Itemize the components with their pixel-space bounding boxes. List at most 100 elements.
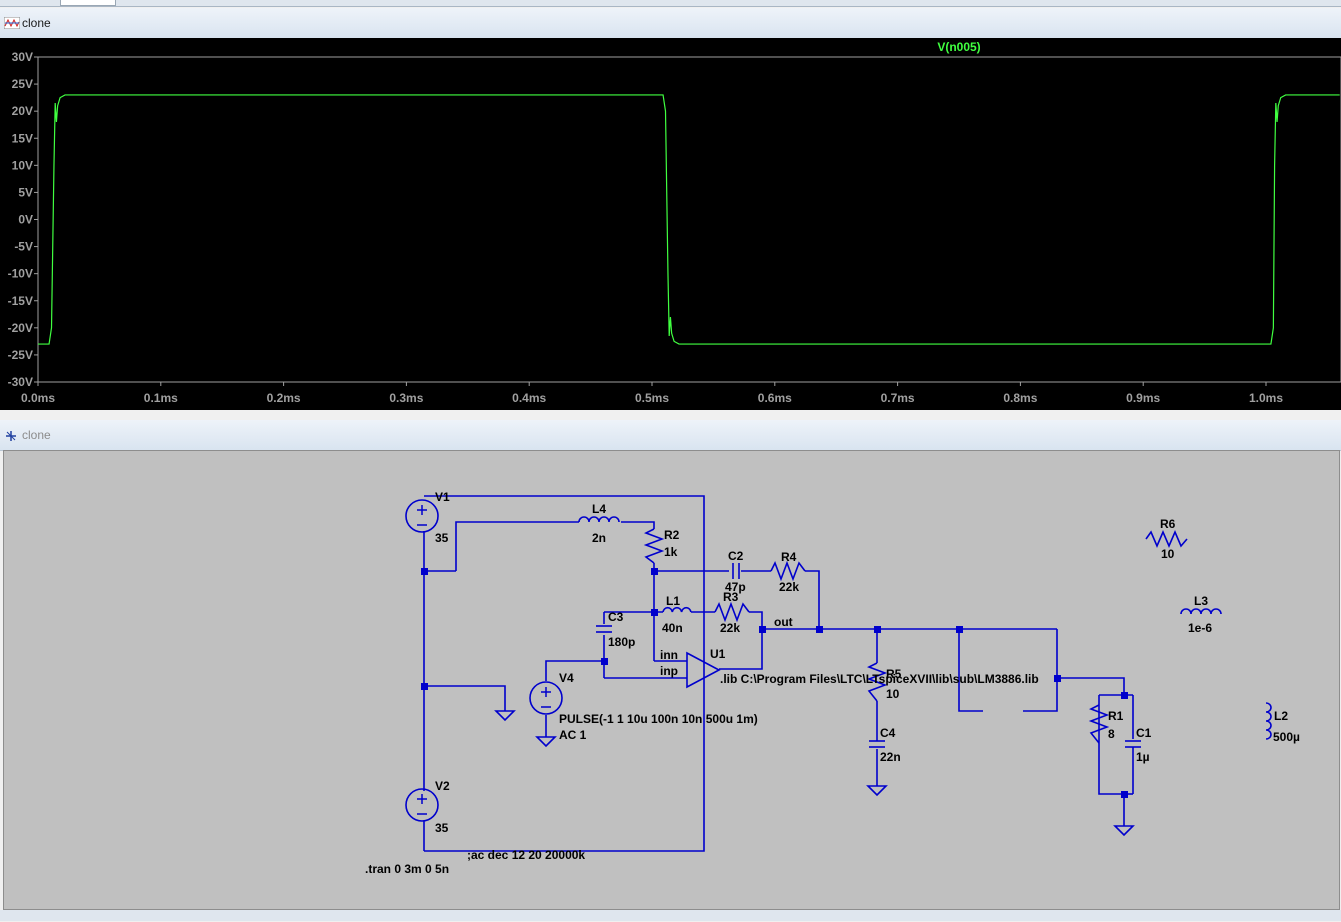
schematic-window-titlebar[interactable]: clone xyxy=(0,420,1341,451)
r1-value: 8 xyxy=(1108,727,1115,741)
r2-symbol xyxy=(643,528,665,564)
tran-directive: .tran 0 3m 0 5n xyxy=(365,862,449,876)
opamp-symbol xyxy=(686,651,721,689)
top-tab-strip xyxy=(0,0,1341,7)
r5-ref: R5 xyxy=(886,667,902,681)
waveform-window-title: clone xyxy=(22,16,51,30)
v1-value: 35 xyxy=(435,531,449,545)
net-label-inn: inn xyxy=(660,648,678,662)
ground-icon xyxy=(866,785,888,797)
junction xyxy=(874,626,881,633)
y-tick-label: -10V xyxy=(8,267,33,281)
schematic-window-title: clone xyxy=(22,428,51,442)
v1-symbol xyxy=(405,499,439,533)
v4-ac-value: AC 1 xyxy=(559,728,587,742)
y-tick-label: -15V xyxy=(8,294,33,308)
ground-icon xyxy=(1113,825,1135,837)
waveform-plot[interactable]: 30V 25V 20V 15V 10V 5V 0V -5V -10V -15V -20V -25V -3… xyxy=(0,38,1341,410)
wire xyxy=(958,629,983,712)
wire xyxy=(455,521,579,571)
r2-value: 1k xyxy=(664,545,678,559)
junction xyxy=(816,626,823,633)
wire xyxy=(719,611,763,670)
c1-ref: C1 xyxy=(1136,726,1152,740)
y-tick-label: -20V xyxy=(8,321,33,335)
y-tick-label: 5V xyxy=(18,185,33,199)
junction xyxy=(421,568,428,575)
l2-symbol xyxy=(1265,702,1272,740)
r6-symbol xyxy=(1145,529,1188,549)
r3-symbol xyxy=(714,601,750,623)
waveform-icon xyxy=(3,16,21,32)
c3-ref: C3 xyxy=(608,610,624,624)
c1-value: 1µ xyxy=(1136,750,1150,764)
y-tick-label: 30V xyxy=(12,50,33,64)
wire xyxy=(621,521,655,529)
y-tick-label: 0V xyxy=(18,213,33,227)
v2-symbol xyxy=(405,788,439,822)
c3-value: 180p xyxy=(608,635,635,649)
y-tick-label: 10V xyxy=(12,158,33,172)
y-tick-label: 25V xyxy=(12,77,33,91)
document-tab[interactable] xyxy=(60,0,116,6)
junction xyxy=(759,626,766,633)
x-tick-label: 0.2ms xyxy=(267,391,301,405)
r3-ref: R3 xyxy=(723,590,739,604)
r3-value: 22k xyxy=(720,621,740,635)
wire xyxy=(1098,695,1124,795)
u1-ref: U1 xyxy=(710,647,726,661)
y-tick-label: -25V xyxy=(8,348,33,362)
lib-directive: .lib C:\Program Files\LTC\LTspiceXVII\li… xyxy=(720,672,1039,686)
y-tick-label: -5V xyxy=(14,240,33,254)
junction xyxy=(421,683,428,690)
wire xyxy=(545,660,604,681)
x-tick-label: 0.4ms xyxy=(512,391,546,405)
l1-symbol xyxy=(662,606,692,613)
y-tick-label: 20V xyxy=(12,104,33,118)
v4-ref: V4 xyxy=(559,671,574,685)
wire xyxy=(805,570,820,629)
ground-icon xyxy=(535,736,557,748)
x-tick-label: 0.1ms xyxy=(144,391,178,405)
junction xyxy=(651,609,658,616)
l2-ref: L2 xyxy=(1274,709,1288,723)
x-tick-label: 0.7ms xyxy=(881,391,915,405)
c4-value: 22n xyxy=(880,750,901,764)
l2-value: 500µ xyxy=(1273,730,1300,744)
status-strip xyxy=(0,910,1341,921)
x-tick-label: 0.6ms xyxy=(758,391,792,405)
wire xyxy=(1057,677,1125,695)
schematic-canvas[interactable]: V1 35 V2 35 V4 PULSE(-1 1 10u 100n 10n 5… xyxy=(3,450,1340,910)
l1-value: 40n xyxy=(662,621,683,635)
c4-ref: C4 xyxy=(880,726,896,740)
v4-value: PULSE(-1 1 10u 100n 10n 500u 1m) xyxy=(559,712,758,726)
y-tick-label: 15V xyxy=(12,131,33,145)
r6-value: 10 xyxy=(1161,547,1175,561)
l3-symbol xyxy=(1180,608,1222,615)
l4-value: 2n xyxy=(592,531,606,545)
legend-label: V(n005) xyxy=(937,40,980,54)
v2-ref: V2 xyxy=(435,779,450,793)
junction xyxy=(1121,692,1128,699)
waveform-chart[interactable]: 30V 25V 20V 15V 10V 5V 0V -5V -10V -15V -20V -25V -3… xyxy=(0,38,1341,410)
ground-icon xyxy=(494,710,516,722)
v2-value: 35 xyxy=(435,821,449,835)
x-tick-label: 0.3ms xyxy=(389,391,423,405)
junction xyxy=(956,626,963,633)
ac-directive: ;ac dec 12 20 20000k xyxy=(467,848,585,862)
schematic-icon xyxy=(4,429,18,446)
v1-ref: V1 xyxy=(435,490,450,504)
c2-value: 47p xyxy=(725,580,746,594)
junction xyxy=(651,568,658,575)
net-label-inp: inp xyxy=(660,664,678,678)
r5-symbol xyxy=(866,662,888,702)
r1-symbol xyxy=(1088,704,1110,744)
x-tick-label: 1.0ms xyxy=(1249,391,1283,405)
net-label-out: out xyxy=(774,615,793,629)
x-tick-label: 0.9ms xyxy=(1126,391,1160,405)
y-tick-label: -30V xyxy=(8,375,33,389)
r4-value: 22k xyxy=(779,580,799,594)
r2-ref: R2 xyxy=(664,528,680,542)
l1-ref: L1 xyxy=(666,594,680,608)
